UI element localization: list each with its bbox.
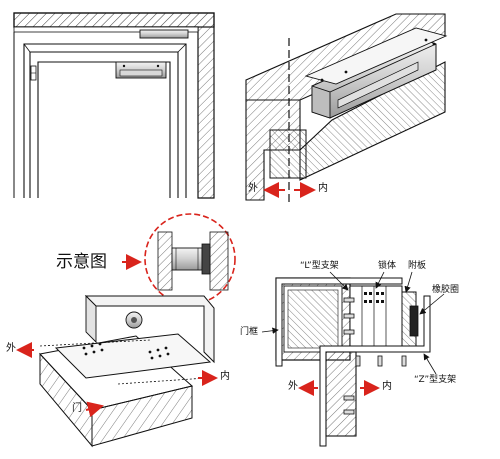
- label-armature-plate: 附板: [408, 261, 427, 271]
- label-illustration: 示意图: [56, 252, 107, 272]
- label-outside-top: 外: [248, 183, 258, 194]
- label-inside-right: 内: [382, 381, 392, 392]
- label-z-bracket: “Z”型支架: [414, 375, 457, 385]
- label-inside-mid: 内: [220, 371, 230, 382]
- armature-perspective: [16, 294, 218, 448]
- magnified-detail: [122, 213, 236, 305]
- label-l-bracket: “L”型支架: [300, 261, 339, 271]
- cross-section: [261, 271, 445, 447]
- label-door: 门: [72, 403, 82, 414]
- label-lock-body: 锁体: [378, 261, 397, 271]
- label-rubber-ring: 橡胶圈: [432, 285, 460, 295]
- label-outside-right: 外: [288, 381, 298, 392]
- lock-perspective-section: [245, 13, 448, 206]
- label-inside-top: 内: [318, 183, 328, 194]
- label-door-frame: 门框: [240, 327, 259, 337]
- label-outside-mid: 外: [6, 343, 16, 354]
- door-frame-front-view: [13, 12, 215, 199]
